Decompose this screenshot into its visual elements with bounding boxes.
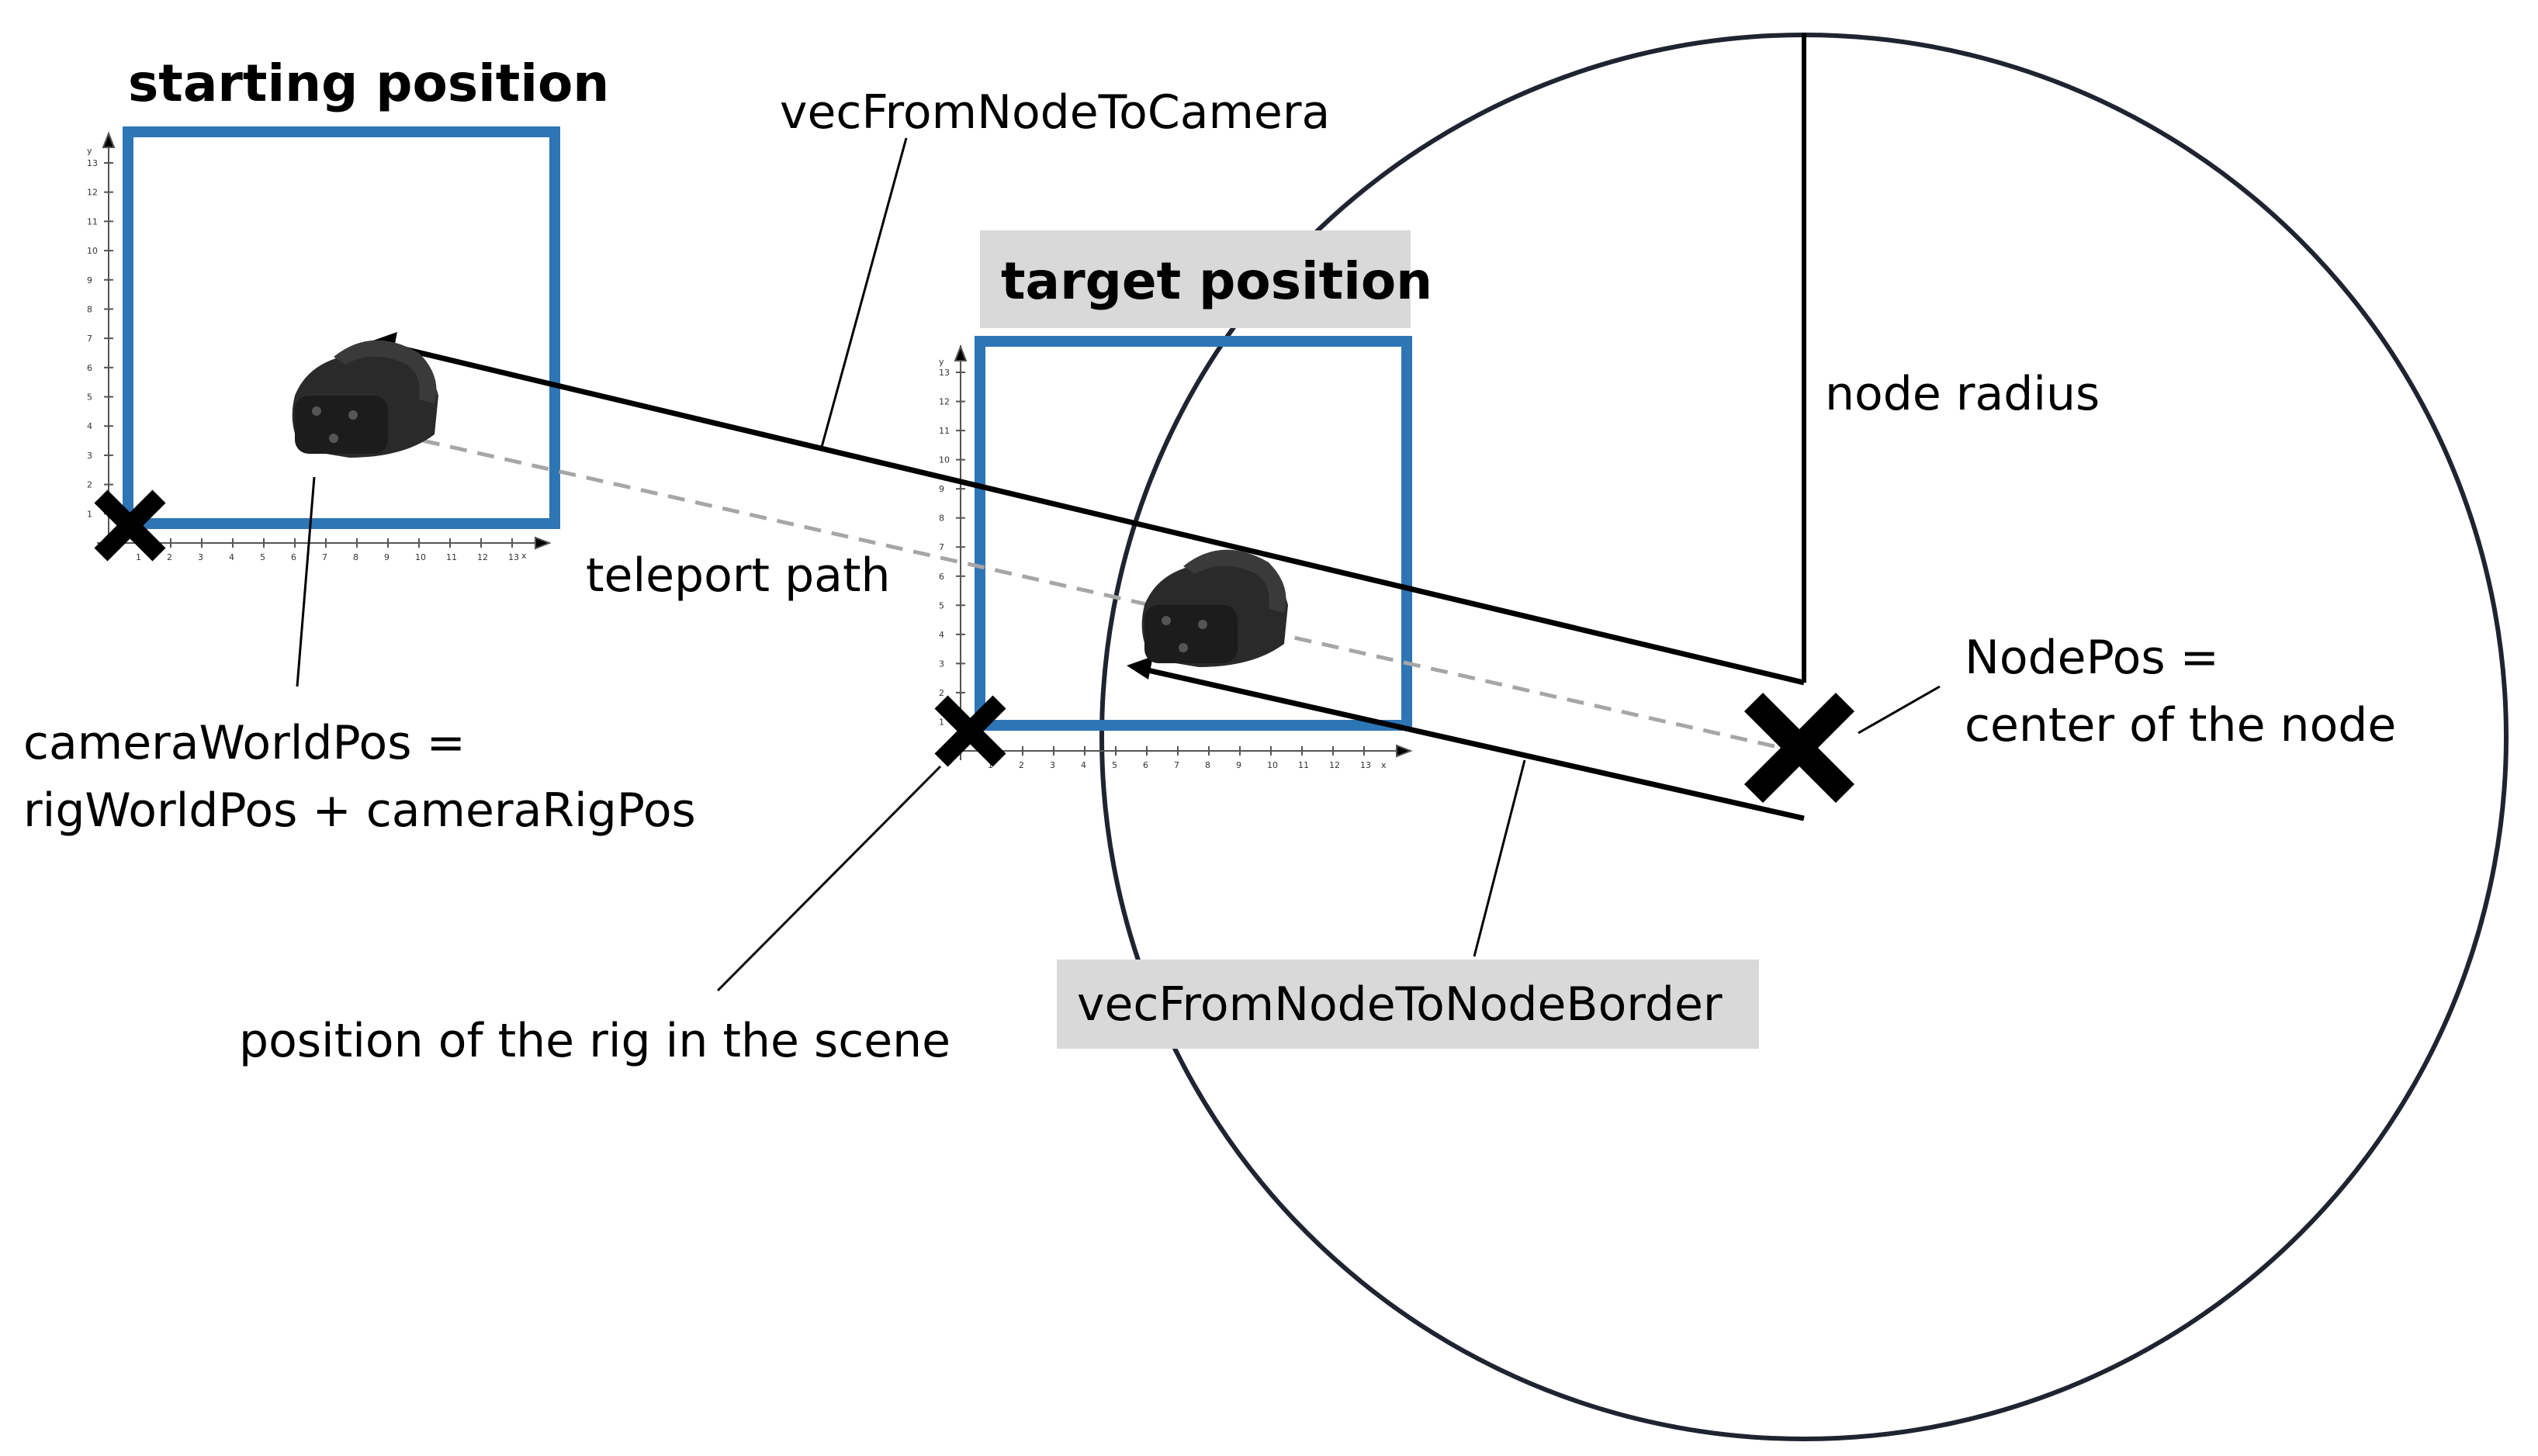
cross-marker-icon: [1743, 692, 1855, 804]
start-x-tick-11: 11: [446, 552, 457, 562]
vr-headset-icon: [292, 340, 438, 458]
start-y-tick-13: 13: [87, 158, 98, 168]
start-x-tick-10: 10: [415, 552, 426, 562]
start-x-tick-8: 8: [353, 552, 358, 562]
start-x-tick-7: 7: [322, 552, 327, 562]
start-x-tick-12: 12: [477, 552, 488, 562]
start-y-tick-8: 8: [87, 304, 92, 314]
camera-world-pos-line1: cameraWorldPos =: [23, 716, 466, 770]
leader-lines: [296, 137, 1941, 992]
target-y-tick-13: 13: [939, 368, 950, 378]
target-y-tick-9: 9: [939, 484, 944, 494]
target-rig-grid: [948, 344, 1413, 760]
target-y-tick-7: 7: [939, 542, 944, 552]
target-y-tick-8: 8: [939, 514, 944, 524]
teleport-path-label: teleport path: [586, 548, 891, 603]
target-y-tick-11: 11: [939, 426, 950, 436]
target-x-tick-11: 11: [1298, 760, 1309, 770]
vec-node-to-border-arrow: [1144, 666, 1805, 821]
vec-node-to-camera-label: vecFromNodeToCamera: [780, 85, 1330, 140]
target-x-tick-7: 7: [1174, 760, 1179, 770]
start-x-tick-9: 9: [384, 552, 390, 562]
nodepos-label-line2: center of the node: [1965, 698, 2396, 752]
target-position-label-bg: [980, 230, 1411, 328]
start-x-tick-4: 4: [229, 552, 234, 562]
start-y-tick-1: 1: [87, 509, 92, 519]
target-x-tick-9: 9: [1236, 760, 1241, 770]
start-x-tick-1: 1: [136, 552, 141, 562]
target-x-tick-6: 6: [1143, 760, 1148, 770]
start-x-tick-6: 6: [291, 552, 296, 562]
start-y-tick-5: 5: [87, 393, 92, 403]
target-x-tick-4: 4: [1081, 760, 1086, 770]
start-x-tick-13: 13: [508, 552, 519, 562]
target-x-tick-3: 3: [1050, 760, 1055, 770]
target-x-tick-8: 8: [1205, 760, 1210, 770]
target-y-axis-letter: y: [939, 357, 944, 367]
vec-node-to-border-label: vecFromNodeToNodeBorder: [1077, 977, 1723, 1032]
target-x-tick-10: 10: [1267, 760, 1278, 770]
target-y-tick-10: 10: [939, 455, 950, 465]
leader-nodepos: [1858, 685, 1941, 735]
start-y-tick-3: 3: [87, 451, 92, 461]
start-y-tick-2: 2: [87, 480, 92, 490]
start-x-tick-5: 5: [260, 552, 265, 562]
camera-world-pos-line2: rigWorldPos + cameraRigPos: [23, 783, 696, 838]
leader-rig-position: [716, 765, 942, 992]
node-radius-label: node radius: [1825, 367, 2100, 421]
target-y-tick-2: 2: [939, 688, 944, 698]
start-x-tick-2: 2: [167, 552, 172, 562]
leader-camera-world-pos: [296, 476, 316, 687]
start-y-tick-7: 7: [87, 334, 92, 344]
leader-vec-node-to-camera: [819, 137, 908, 451]
target-x-axis-letter: x: [1381, 760, 1387, 770]
teleport-path-line: [422, 438, 1785, 751]
start-y-axis-letter: y: [87, 146, 92, 156]
start-y-tick-9: 9: [87, 275, 92, 285]
starting-position-label: starting position: [128, 54, 609, 113]
target-rig-box: [975, 336, 1412, 731]
vec-node-to-border-label-bg: [1057, 960, 1759, 1049]
vr-headset-icon: [1141, 549, 1288, 667]
target-position-label: target position: [1001, 251, 1432, 311]
cross-marker-icon: [94, 489, 166, 562]
target-x-tick-2: 2: [1019, 760, 1024, 770]
vec-node-to-border-arrowhead: [1127, 656, 1153, 680]
target-x-tick-13: 13: [1360, 760, 1371, 770]
target-y-tick-5: 5: [939, 600, 944, 610]
target-x-tick-5: 5: [1112, 760, 1117, 770]
starting-rig-grid: [97, 131, 552, 551]
target-y-tick-3: 3: [939, 659, 944, 669]
target-y-tick-12: 12: [939, 397, 950, 407]
start-y-tick-10: 10: [87, 246, 98, 256]
start-y-tick-4: 4: [87, 421, 92, 431]
start-x-tick-3: 3: [198, 552, 203, 562]
target-x-tick-12: 12: [1329, 760, 1340, 770]
target-y-tick-4: 4: [939, 630, 944, 640]
nodepos-label-line1: NodePos =: [1965, 631, 2219, 685]
target-y-tick-6: 6: [939, 572, 944, 582]
leader-vec-node-to-border: [1473, 759, 1526, 957]
cross-marker-icon: [934, 695, 1006, 767]
starting-rig-box: [123, 126, 560, 529]
vec-node-to-camera-arrow: [387, 342, 1805, 686]
start-y-tick-11: 11: [87, 216, 98, 227]
start-y-tick-12: 12: [87, 188, 98, 198]
start-y-tick-6: 6: [87, 363, 92, 373]
target-x-tick-1: 1: [988, 760, 993, 770]
target-y-tick-1: 1: [939, 717, 944, 727]
start-x-axis-letter: x: [521, 551, 527, 561]
rig-position-label: position of the rig in the scene: [239, 1014, 950, 1068]
